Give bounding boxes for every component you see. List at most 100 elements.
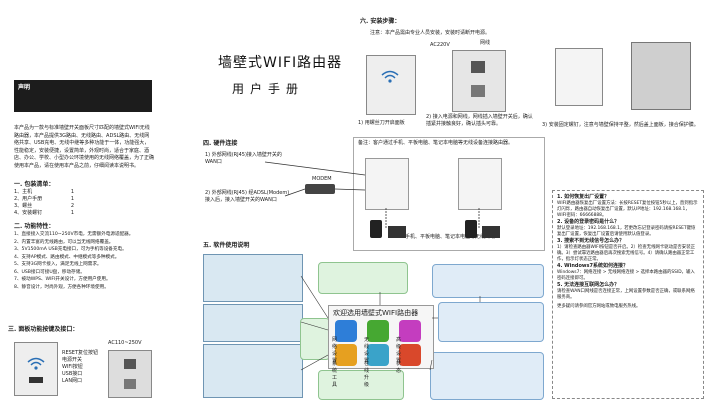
install-img-3 — [545, 38, 695, 118]
panel-green-bottom — [318, 370, 404, 400]
panel-blue-right — [438, 302, 544, 342]
faq-answer: WIFI路由器恢复出厂设置方法：长按RESET复位按钮5秒以上，直到指示灯闪烁，… — [557, 201, 698, 218]
wifi-icon — [27, 357, 45, 371]
intro-paragraph: 本产品为一款与标准墙壁开关面板尺寸匹配的墙壁式WIFI无线路由器，本产品提供3G… — [14, 125, 155, 169]
faq-answer: Windows7：网络连接 > 无线网络连接 > 选择本路由器的SSID，输入密… — [557, 270, 695, 281]
terminal-icon — [124, 359, 136, 369]
app-label-network: 网络设置 — [332, 337, 338, 364]
panel-front — [14, 342, 58, 396]
app-label-advanced: 高级设置 — [396, 337, 402, 364]
app-icon-upgrade[interactable] — [367, 344, 389, 366]
box-item-name: 2、用户手册 — [14, 196, 43, 202]
app-label-upgrade: 在线升级 — [364, 361, 370, 388]
app-label-tools: 系统工具 — [332, 361, 338, 388]
install-img-2 — [452, 50, 506, 112]
panel-label: RESET复位按钮 — [62, 350, 99, 356]
panel-label: LAN网口 — [62, 378, 83, 384]
faq-answer: 请检查WAN口网线是否连接正常，上网设置参数是否正确，或联系网络服务商。 — [557, 289, 695, 300]
box-list: 一. 包装清单： 1、主机 1 2、用户手册 1 3、螺丝 2 4、安装螺钉 1 — [14, 181, 74, 217]
screenshot-3 — [203, 344, 303, 398]
box-item: 1、主机 1 — [14, 189, 74, 196]
hardware-step2: 2) 外部网线(RJ45) 经ADSL(Modem)接入后，接入墙壁开关的WAN… — [205, 190, 290, 203]
app-icon-status[interactable] — [399, 344, 421, 366]
router-front-2 — [458, 158, 502, 210]
wall-box — [631, 42, 691, 110]
box-item-qty: 1 — [70, 189, 74, 195]
declaration-heading: 声明 — [18, 84, 31, 91]
welcome-text: 欢迎选用墙壁式WIFI路由器 — [333, 309, 419, 317]
declaration-box: 声明 — [14, 80, 152, 112]
install-img-1 — [366, 55, 416, 115]
device-phone-2 — [465, 220, 477, 238]
faq-question: 5. 无法连接互联网怎么办？ — [557, 282, 620, 288]
lan-port-icon — [124, 379, 136, 389]
faq-question: 2. 设备的登录密码是什么？ — [557, 219, 620, 225]
modem-box — [305, 184, 335, 194]
hardware-heading: 四. 硬件连接 — [203, 140, 238, 147]
app-label-status: 状态 — [396, 361, 402, 374]
app-icon-advanced[interactable] — [399, 320, 421, 342]
box-heading: 一. 包装清单： — [14, 181, 55, 188]
box-item-name: 1、主机 — [14, 189, 33, 195]
box-item-qty: 1 — [70, 210, 74, 216]
feature-item: 6、USB接口可接U盘，移动存储。 — [14, 269, 85, 275]
install-heading: 六. 安装步骤： — [360, 18, 401, 25]
feature-item: 1、直接接入交流110~250V市电，无需额外电源适配器。 — [14, 232, 134, 237]
panel-green-left — [300, 318, 330, 360]
feature-item: 4、支持AP模式、路由模式、中继模式等多种模式。 — [14, 254, 120, 260]
label-ac220: AC220V — [430, 42, 450, 48]
faq-question: 4. Windows7系统如何连接？ — [557, 263, 628, 269]
faq-answer: 1）请检查路由器WIFI按钮是否开启。2）检查无线网卡驱动是否安装正确。3）尝试… — [557, 245, 695, 262]
manual-title: 墙壁式WIFI路由器 — [218, 55, 343, 71]
app-icon-tools[interactable] — [335, 344, 357, 366]
modem-label: MODEM — [312, 176, 332, 182]
feature-item: 3、5V1500mA USB充电接口，可为手机等设备充电。 — [14, 247, 127, 252]
device-phone-1 — [370, 220, 382, 238]
faq-answer: 默认登录地址：192.168.168.1，若更改忘记登录密码请按RESET键恢复… — [557, 226, 696, 237]
feature-item: 7、被动WPS、WIFI开关设计，方便用户使用。 — [14, 277, 111, 282]
device-laptop-2 — [482, 226, 500, 238]
feature-item: 2、内置丰富的无线路由，可以当无线网络覆盖。 — [14, 239, 114, 245]
hardware-step1: 1) 外部网线(RJ45)接入墙壁开关的WAN口 — [205, 152, 282, 165]
box-item-name: 3、螺丝 — [14, 203, 33, 209]
install-step1: 1) 用螺丝刀开启面板 — [358, 120, 405, 126]
install-note: 注意：本产品需由专业人员安装，安装时请断开电源。 — [370, 30, 491, 36]
panel-section: 三. 面板功能按键及接口： — [8, 326, 78, 334]
app-label-wifi: 无线设置 — [364, 337, 370, 364]
panel-back — [108, 350, 152, 398]
screenshot-1 — [203, 254, 303, 302]
manual-subtitle: 用户手册 — [232, 82, 305, 96]
app-icon-wifi[interactable] — [367, 320, 389, 342]
panel-label: 电源开关 — [62, 357, 83, 363]
box-item: 3、螺丝 2 — [14, 203, 74, 210]
box-item: 2、用户手册 1 — [14, 196, 74, 203]
box-item-qty: 2 — [70, 203, 74, 209]
panel-blue-top — [432, 264, 544, 298]
terminal-block-icon — [471, 61, 485, 73]
hardware-note: 备注：客户通过手机、平板电脑、笔记本电脑等无线设备连接路由器。 — [358, 140, 514, 146]
faq-question: 3. 搜索不到无线信号怎么办？ — [557, 238, 625, 244]
faq-question: 1. 如何恢复出厂设置？ — [557, 194, 610, 200]
install-step2: 2) 接入电源和网线，网线插入墙壁开关后，确认插紧并接触良好，确认插头可靠。 — [426, 114, 533, 127]
software-heading: 五. 软件使用说明 — [203, 242, 250, 249]
usb-port-icon — [29, 377, 43, 383]
wifi-icon-2 — [381, 70, 399, 84]
box-item: 4、安装螺钉 1 — [14, 210, 74, 217]
features-heading: 二. 功能特性： — [14, 223, 55, 230]
faq-box: 1. 如何恢复出厂设置？WIFI路由器恢复出厂设置方法：长按RESET复位按钮5… — [552, 190, 704, 399]
feature-item: 8、静音设计，时尚外观，方便各种环境使用。 — [14, 284, 109, 290]
panel-back-label: AC110~250V — [108, 340, 142, 346]
panel-heading: 三. 面板功能按键及接口： — [8, 326, 79, 333]
panel-label: USB接口 — [62, 371, 83, 377]
faq-footer: 更多疑问请参阅官方网站或致电服务热线。 — [557, 304, 641, 309]
router-front-1 — [365, 158, 409, 210]
panel-blue-bottom — [430, 352, 544, 400]
box-item-name: 4、安装螺钉 — [14, 210, 43, 216]
devices-label: 手机、平板电脑、笔记本电脑等无线终端 — [405, 234, 496, 240]
declaration-body — [18, 91, 148, 95]
label-netcable: 网线 — [480, 40, 491, 46]
lan-jack-icon — [471, 85, 485, 97]
app-icon-network[interactable] — [335, 320, 357, 342]
box-item-qty: 1 — [70, 196, 74, 202]
